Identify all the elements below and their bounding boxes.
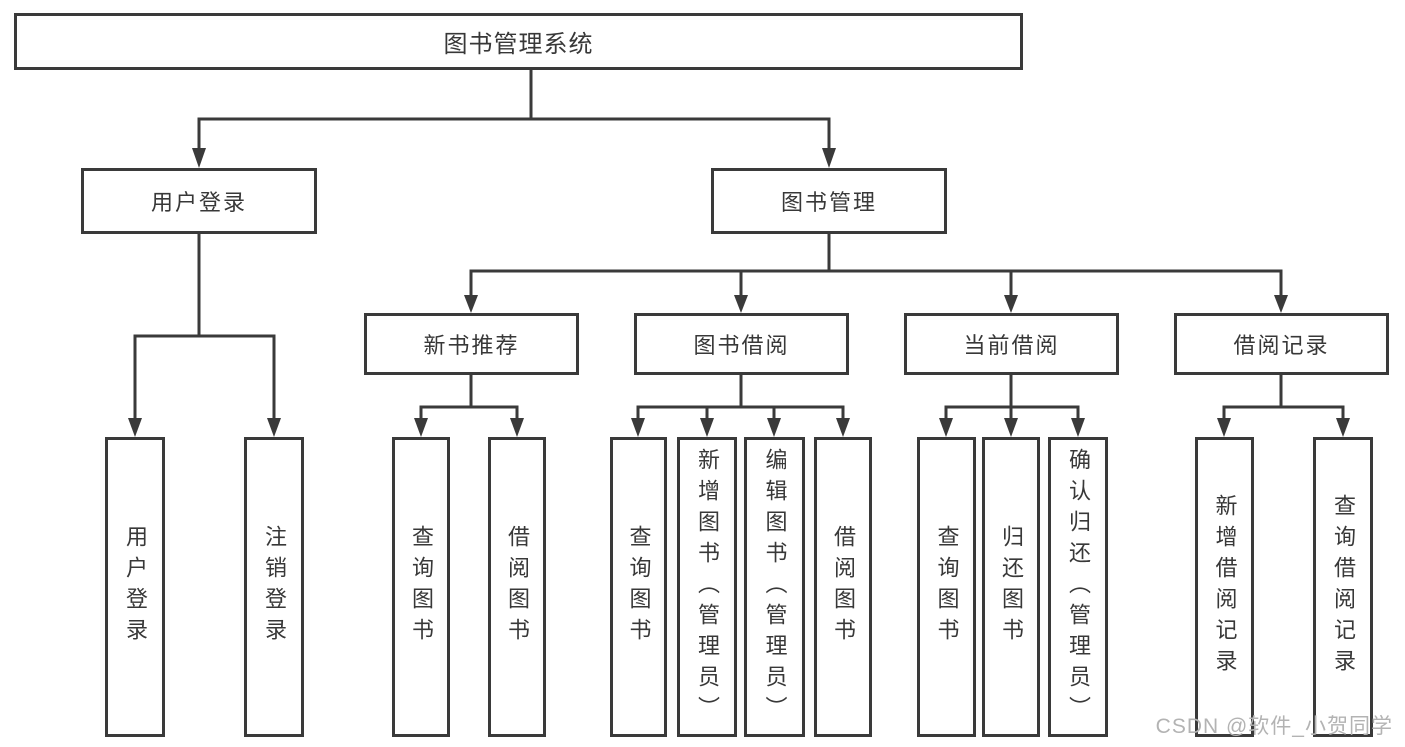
arrowhead <box>1217 418 1231 437</box>
leaf-query-books-current: 查询图书 <box>917 437 976 737</box>
arrowhead <box>128 418 142 437</box>
current-borrow-branch-connector <box>939 375 1085 437</box>
leaf-borrow-books: 借阅图书 <box>814 437 872 737</box>
arrowhead <box>700 418 714 437</box>
root-to-level2-connector <box>192 70 836 168</box>
leaf-edit-book-admin: 编辑图书（管理员） <box>744 437 805 737</box>
arrowhead <box>1004 418 1018 437</box>
node-book-management: 图书管理 <box>711 168 947 234</box>
leaf-query-books-borrow: 查询图书 <box>610 437 667 737</box>
node-current-borrow: 当前借阅 <box>904 313 1119 375</box>
book-management-branch-connector <box>464 234 1288 313</box>
leaf-return-book: 归还图书 <box>982 437 1040 737</box>
arrowhead <box>1071 418 1085 437</box>
arrowhead <box>1336 418 1350 437</box>
node-book-borrow: 图书借阅 <box>634 313 849 375</box>
user-login-branch-connector <box>128 234 281 437</box>
arrowhead <box>734 295 748 313</box>
new-book-recommend-branch-connector <box>414 375 524 437</box>
arrowhead <box>192 148 206 168</box>
node-borrow-records: 借阅记录 <box>1174 313 1389 375</box>
leaf-borrow-books-recommend: 借阅图书 <box>488 437 546 737</box>
arrowhead <box>267 418 281 437</box>
arrowhead <box>414 418 428 437</box>
arrowhead <box>631 418 645 437</box>
arrowhead <box>836 418 850 437</box>
leaf-query-borrow-record: 查询借阅记录 <box>1313 437 1373 737</box>
arrowhead <box>1004 295 1018 313</box>
node-user-login: 用户登录 <box>81 168 317 234</box>
node-root-system: 图书管理系统 <box>14 13 1023 70</box>
leaf-add-borrow-record: 新增借阅记录 <box>1195 437 1254 737</box>
node-new-book-recommend: 新书推荐 <box>364 313 579 375</box>
book-borrow-branch-connector <box>631 375 850 437</box>
arrowhead <box>510 418 524 437</box>
arrowhead <box>822 148 836 168</box>
leaf-add-book-admin: 新增图书（管理员） <box>677 437 737 737</box>
arrowhead <box>1274 295 1288 313</box>
leaf-logout: 注销登录 <box>244 437 304 737</box>
leaf-user-login: 用户登录 <box>105 437 165 737</box>
arrowhead <box>939 418 953 437</box>
leaf-query-books-recommend: 查询图书 <box>392 437 450 737</box>
watermark: CSDN @软件_小贺同学 <box>1155 715 1393 738</box>
arrowhead <box>767 418 781 437</box>
borrow-records-branch-connector <box>1217 375 1350 437</box>
arrowhead <box>464 295 478 313</box>
leaf-confirm-return-admin: 确认归还（管理员） <box>1048 437 1108 737</box>
